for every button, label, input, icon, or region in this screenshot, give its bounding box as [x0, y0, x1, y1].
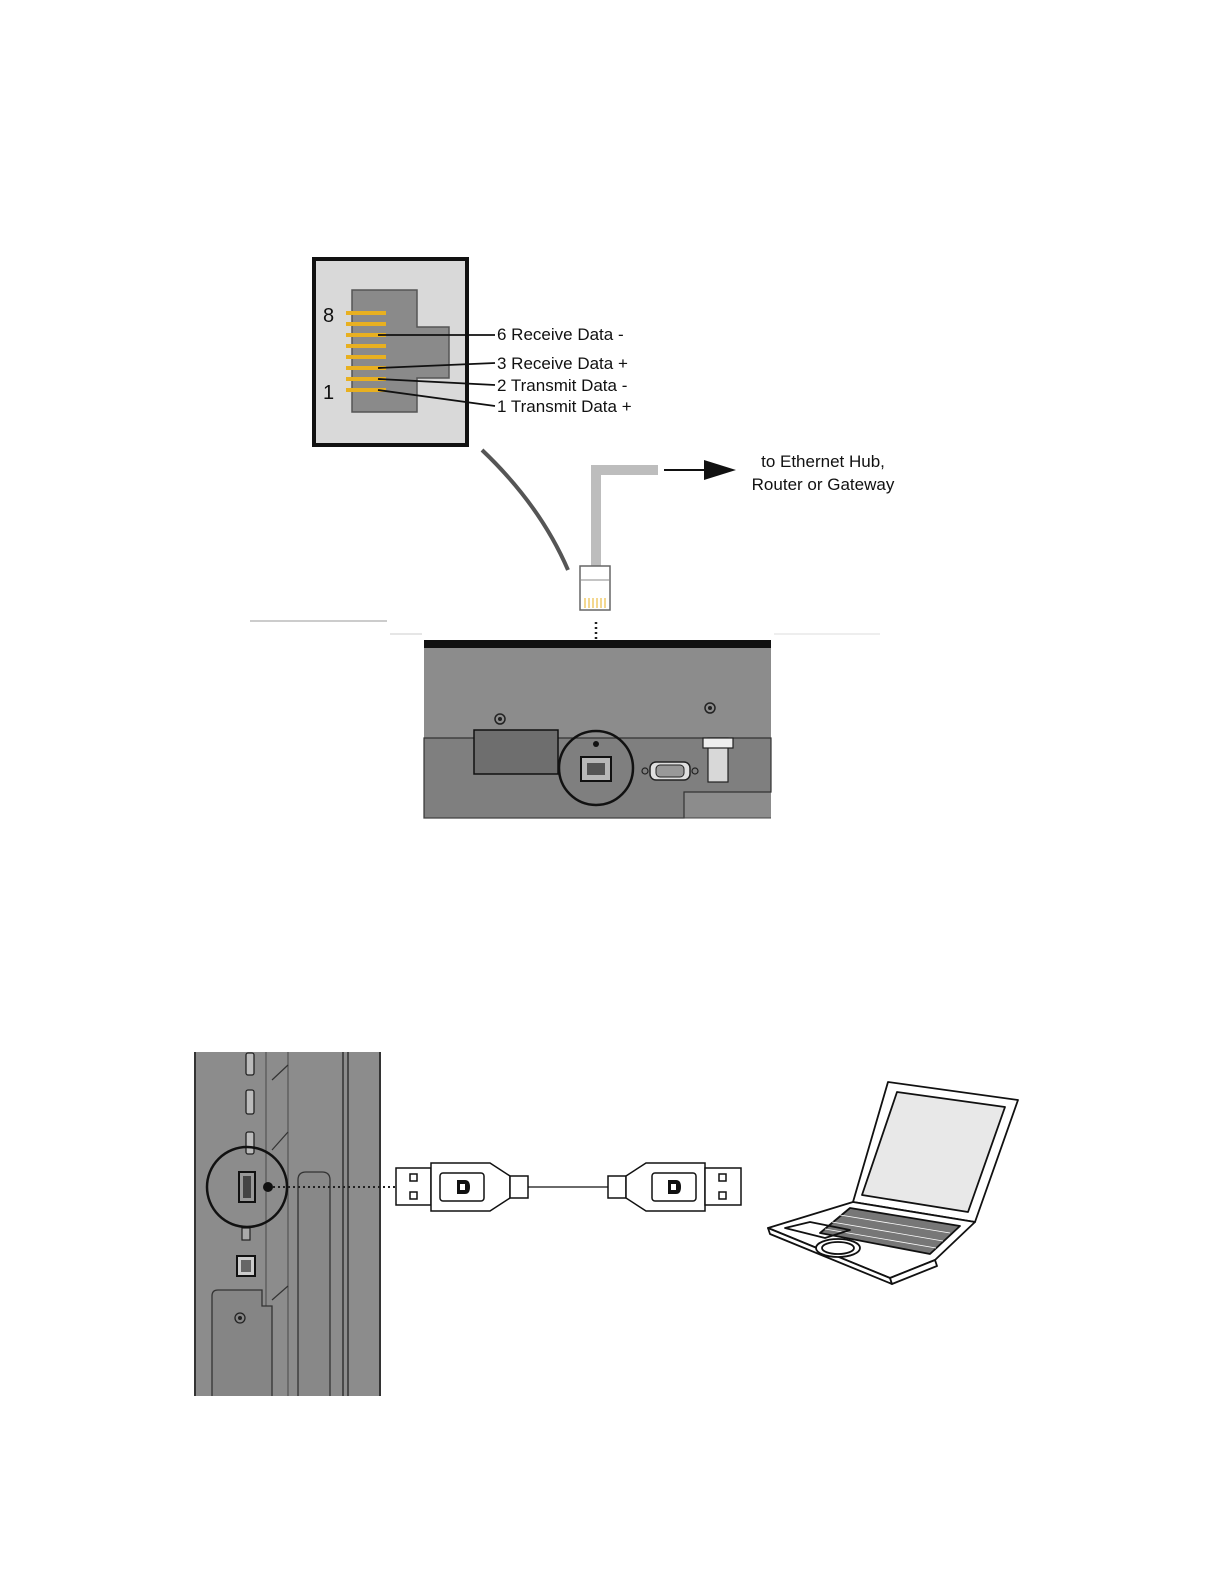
- pin-label-1: 1 Transmit Data +: [497, 397, 632, 416]
- displayport-cable: [396, 1163, 741, 1211]
- pin-8-number: 8: [323, 305, 334, 327]
- rj45-pinout-inset: 8 1: [314, 259, 495, 445]
- pin-1-number: 1: [323, 382, 334, 404]
- pin-label-2: 2 Transmit Data -: [497, 376, 627, 395]
- pin-label-6: 6 Receive Data -: [497, 325, 624, 344]
- laptop-icon: [768, 1082, 1018, 1284]
- ethernet-cable: [580, 470, 658, 610]
- destination-label-line2: Router or Gateway: [752, 475, 895, 494]
- pin-label-3: 3 Receive Data +: [497, 354, 628, 373]
- arrow-right-icon: [664, 460, 736, 480]
- lan-port: [581, 757, 611, 781]
- callout-curve: [482, 450, 568, 570]
- display-side-panel: [195, 1052, 380, 1396]
- destination-label-line1: to Ethernet Hub,: [761, 452, 885, 471]
- serial-port: [642, 762, 698, 780]
- display-bottom-panel: [250, 621, 880, 818]
